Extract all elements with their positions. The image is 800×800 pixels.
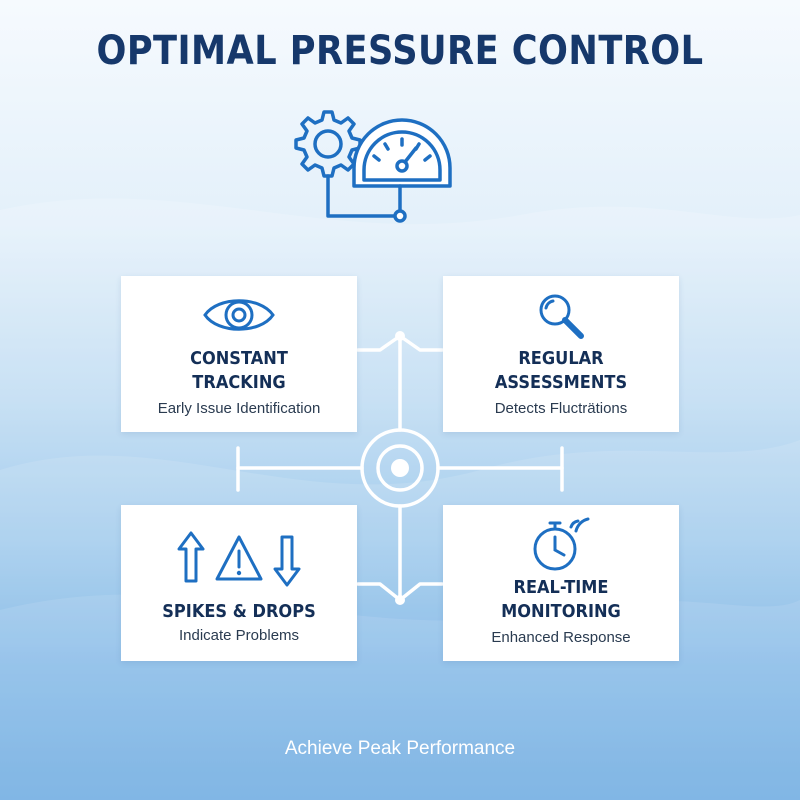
card-constant-tracking: CONSTANT TRACKING Early Issue Identifica…	[121, 276, 357, 432]
card-real-time-monitoring: REAL-TIME MONITORING Enhanced Response	[443, 505, 679, 661]
card-regular-assessments: REGULAR ASSESSMENTS Detects Flucträtions	[443, 276, 679, 432]
card-title-line2: TRACKING	[192, 372, 286, 393]
card-title-line1: CONSTANT	[190, 348, 288, 369]
eye-icon	[121, 292, 357, 338]
card-subtitle: Early Issue Identification	[157, 400, 321, 417]
card-subtitle: Indicate Problems	[178, 627, 300, 644]
card-title-line1: REGULAR	[518, 348, 604, 369]
arrows-warning-icon	[121, 531, 357, 587]
magnifier-icon	[443, 288, 679, 344]
card-subtitle: Detects Flucträtions	[494, 400, 628, 417]
gear-and-pressure-gauge-icon	[294, 110, 452, 223]
tagline: Achieve Peak Performance	[284, 738, 516, 759]
card-subtitle: Enhanced Response	[491, 629, 631, 646]
stopwatch-icon	[443, 515, 679, 575]
card-title-line1: SPIKES & DROPS	[162, 601, 316, 622]
card-title-line1: REAL-TIME	[513, 577, 609, 598]
page-title: OPTIMAL PRESSURE CONTROL	[96, 28, 704, 74]
card-title-line2: ASSESSMENTS	[494, 372, 628, 393]
card-title-line2: MONITORING	[501, 601, 621, 622]
card-spikes-drops: SPIKES & DROPS Indicate Problems	[121, 505, 357, 661]
